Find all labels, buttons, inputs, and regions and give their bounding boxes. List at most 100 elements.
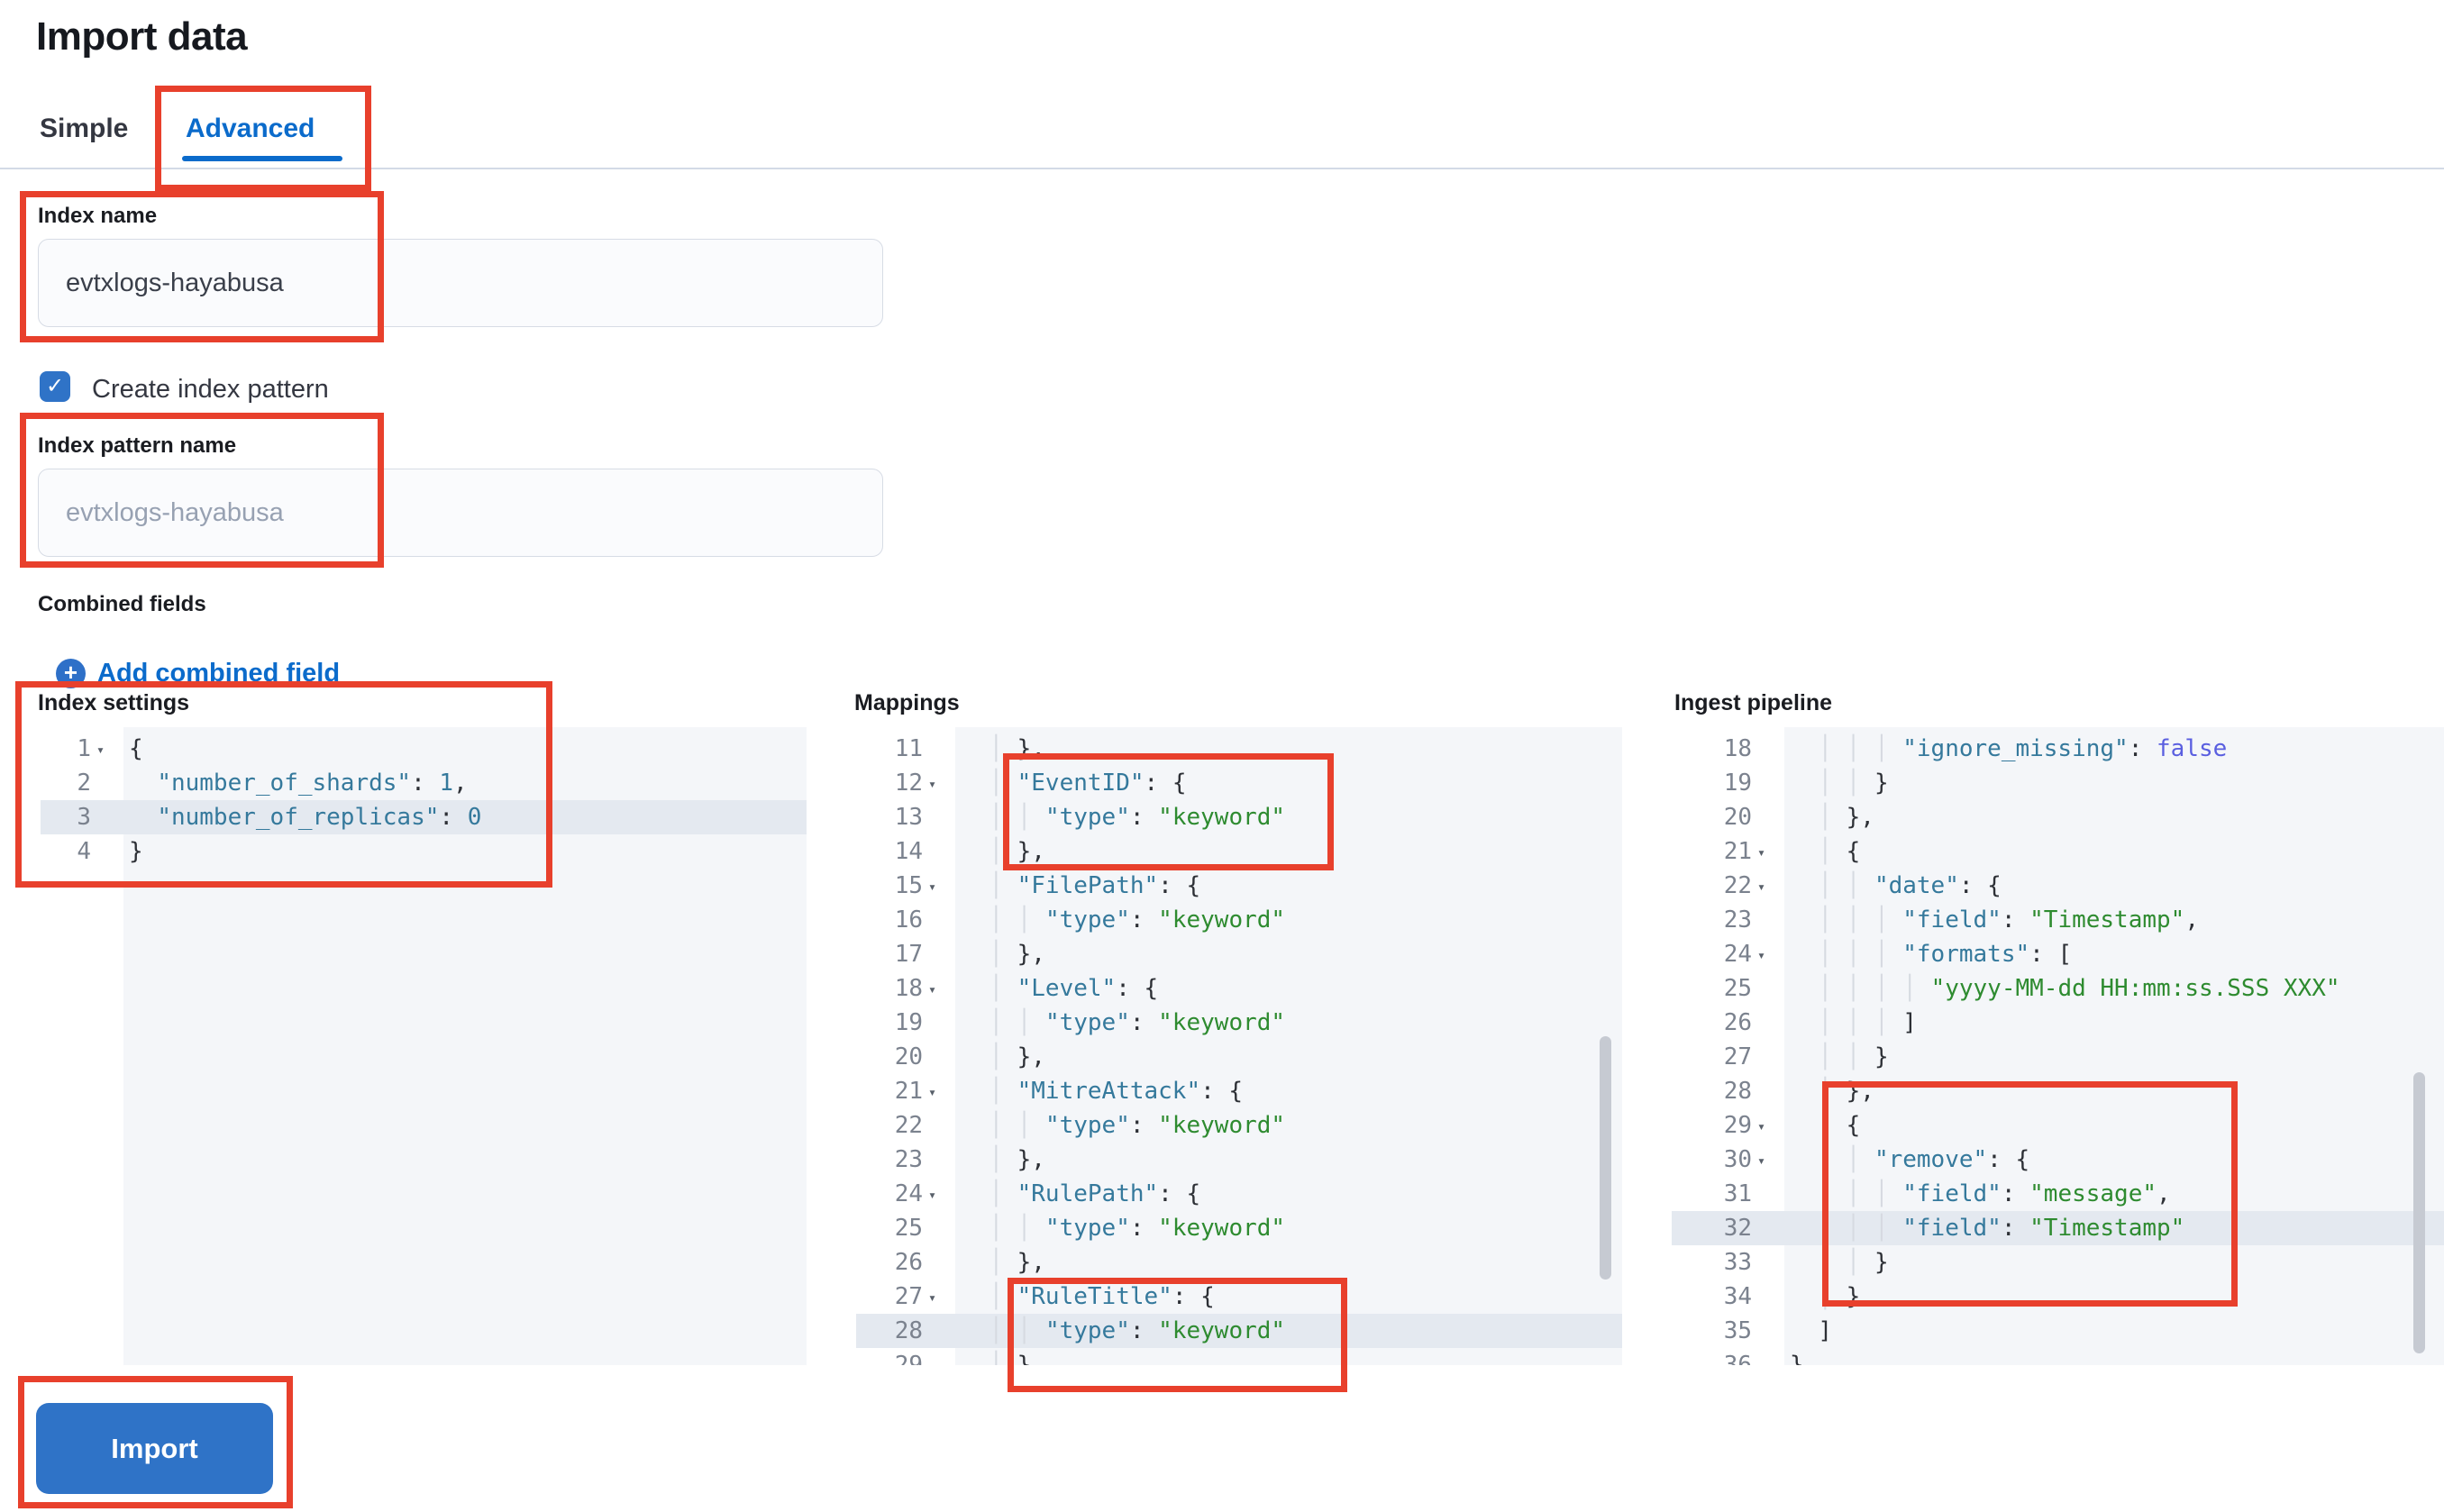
line-number: 13 (894, 804, 923, 831)
code-line: 24▾ │ "RulePath": { (856, 1177, 1622, 1211)
fold-arrow-icon[interactable]: ▾ (928, 1187, 937, 1203)
code-line-active: 28 │ │ "type": "keyword" (856, 1314, 1622, 1348)
tabs-divider (0, 168, 2444, 169)
line-number: 3 (77, 804, 91, 831)
create-index-pattern-label: Create index pattern (92, 375, 329, 404)
fold-arrow-icon[interactable]: ▾ (928, 1289, 937, 1306)
tab-simple[interactable]: Simple (40, 114, 129, 143)
fold-arrow-icon[interactable]: ▾ (1757, 844, 1766, 861)
line-number: 18 (1723, 735, 1752, 762)
line-number: 26 (1723, 1009, 1752, 1036)
code-line: 11 │ }, (856, 732, 1622, 766)
ingest-pipeline-label: Ingest pipeline (1674, 690, 1833, 715)
line-number: 1 (77, 735, 91, 762)
combined-fields-heading: Combined fields (38, 592, 206, 616)
code-line: 25 │ │ │ │ "yyyy-MM-dd HH:mm:ss.SSS XXX" (1672, 971, 2444, 1006)
line-number: 35 (1723, 1317, 1752, 1344)
line-number: 14 (894, 838, 923, 865)
code-line: 22 │ │ "type": "keyword" (856, 1108, 1622, 1143)
code-line: 34 │ } (1672, 1280, 2444, 1314)
fold-arrow-icon[interactable]: ▾ (1757, 947, 1766, 963)
code-line: 35 ] (1672, 1314, 2444, 1348)
code-line: 29▾ │ { (1672, 1108, 2444, 1143)
code-line: 16 │ │ "type": "keyword" (856, 903, 1622, 937)
page-title: Import data (36, 14, 248, 59)
tab-advanced[interactable]: Advanced (186, 114, 315, 143)
line-number: 28 (1723, 1078, 1752, 1105)
line-number: 19 (894, 1009, 923, 1036)
code-line: 13 │ │ "type": "keyword" (856, 800, 1622, 834)
code-line: 24▾ │ │ │ "formats": [ (1672, 937, 2444, 971)
import-button[interactable]: Import (36, 1403, 273, 1494)
line-number: 36 (1723, 1352, 1752, 1365)
fold-arrow-icon[interactable]: ▾ (928, 879, 937, 895)
line-number: 15 (894, 872, 923, 899)
ingest-pipeline-scrollbar[interactable] (2413, 1072, 2425, 1353)
line-number: 21 (894, 1078, 923, 1105)
mappings-editor[interactable]: 11 │ },12▾ │ "EventID": {13 │ │ "type": … (856, 727, 1622, 1365)
line-number: 29 (1723, 1112, 1752, 1139)
code-line: 18 │ │ │ "ignore_missing": false (1672, 732, 2444, 766)
fold-arrow-icon[interactable]: ▾ (1757, 1152, 1766, 1169)
fold-arrow-icon[interactable]: ▾ (928, 981, 937, 997)
line-number: 19 (1723, 770, 1752, 797)
line-number: 23 (1723, 906, 1752, 934)
line-number: 23 (894, 1146, 923, 1173)
index-name-input[interactable] (38, 239, 883, 327)
line-number: 31 (1723, 1180, 1752, 1207)
line-number: 30 (1723, 1146, 1752, 1173)
plus-circle-icon[interactable]: + (56, 659, 86, 688)
line-number: 20 (1723, 804, 1752, 831)
code-line: 12▾ │ "EventID": { (856, 766, 1622, 800)
tab-advanced-underline (182, 156, 342, 161)
line-number-gutter (856, 727, 955, 1365)
index-name-label: Index name (38, 204, 158, 228)
code-line: 23 │ }, (856, 1143, 1622, 1177)
code-line: 27▾ │ "RuleTitle": { (856, 1280, 1622, 1314)
code-line: 18▾ │ "Level": { (856, 971, 1622, 1006)
line-number: 25 (894, 1215, 923, 1242)
index-pattern-name-input[interactable] (38, 469, 883, 557)
line-number: 28 (894, 1317, 923, 1344)
index-settings-label: Index settings (38, 690, 190, 715)
line-number: 21 (1723, 838, 1752, 865)
line-number: 16 (894, 906, 923, 934)
code-line-active: 32 │ │ │ "field": "Timestamp" (1672, 1211, 2444, 1245)
line-number: 26 (894, 1249, 923, 1276)
code-line: 28 │ }, (1672, 1074, 2444, 1108)
code-line: 19 │ │ "type": "keyword" (856, 1006, 1622, 1040)
add-combined-field-link[interactable]: Add combined field (97, 659, 341, 688)
line-number: 22 (1723, 872, 1752, 899)
code-line: 26 │ }, (856, 1245, 1622, 1280)
code-line: 17 │ }, (856, 937, 1622, 971)
line-number: 17 (894, 941, 923, 968)
code-line-active: 3 "number_of_replicas": 0 (41, 800, 807, 834)
line-number: 29 (894, 1352, 923, 1365)
code-line: 30▾ │ │ "remove": { (1672, 1143, 2444, 1177)
code-line: 36} (1672, 1348, 2444, 1365)
line-number: 24 (1723, 941, 1752, 968)
code-line: 31 │ │ │ "field": "message", (1672, 1177, 2444, 1211)
index-settings-editor[interactable]: 1▾{2 "number_of_shards": 1,3 "number_of_… (41, 727, 807, 1365)
code-line: 20 │ }, (1672, 800, 2444, 834)
mappings-scrollbar[interactable] (1600, 1036, 1611, 1280)
fold-arrow-icon[interactable]: ▾ (1757, 1118, 1766, 1134)
code-line: 20 │ }, (856, 1040, 1622, 1074)
create-index-pattern-checkbox[interactable]: ✓ (40, 371, 70, 402)
fold-arrow-icon[interactable]: ▾ (928, 1084, 937, 1100)
fold-arrow-icon[interactable]: ▾ (1757, 879, 1766, 895)
fold-arrow-icon[interactable]: ▾ (928, 776, 937, 792)
code-line: 15▾ │ "FilePath": { (856, 869, 1622, 903)
index-pattern-name-label: Index pattern name (38, 433, 237, 458)
line-number: 22 (894, 1112, 923, 1139)
fold-arrow-icon[interactable]: ▾ (96, 742, 105, 758)
line-number: 27 (894, 1283, 923, 1310)
line-number-gutter (1672, 727, 1784, 1365)
code-line: 22▾ │ │ "date": { (1672, 869, 2444, 903)
line-number: 25 (1723, 975, 1752, 1002)
code-line: 29 │ }, (856, 1348, 1622, 1365)
line-number: 34 (1723, 1283, 1752, 1310)
code-line: 4} (41, 834, 807, 869)
line-number: 2 (77, 770, 91, 797)
